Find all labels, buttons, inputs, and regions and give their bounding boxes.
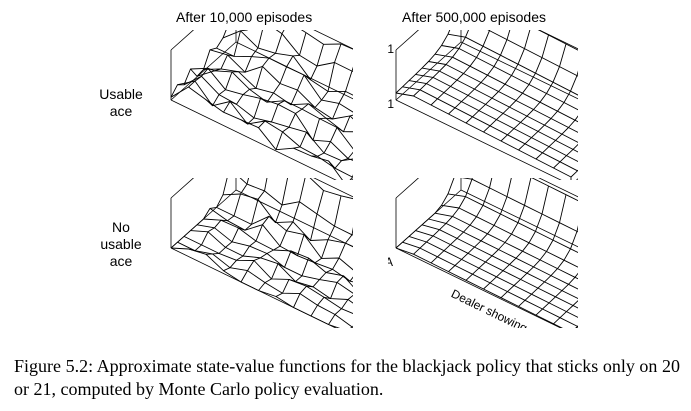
surface-line-player-0 xyxy=(395,247,563,328)
surface-line-player-0 xyxy=(170,247,341,328)
surface-line-player-5 xyxy=(428,61,578,133)
surface-line-player-2 xyxy=(183,235,353,314)
box-edge xyxy=(170,30,195,51)
surface-line-player-10 xyxy=(531,178,578,202)
z-min-label: −1 xyxy=(388,97,394,111)
surface-line-dealer-9 xyxy=(553,300,578,325)
row-label-usable-ace-line1: Usable xyxy=(99,86,143,102)
surface-line-player-3 xyxy=(415,73,578,153)
surface-line-player-5 xyxy=(428,218,578,290)
surface-line-player-6 xyxy=(209,208,353,283)
box-edge xyxy=(395,99,562,180)
bounding-box xyxy=(170,178,353,328)
surface-line-dealer-7 xyxy=(518,225,578,307)
surface-line-dealer-4 xyxy=(240,32,307,125)
surface-mesh xyxy=(170,178,353,328)
surface-line-player-7 xyxy=(216,206,353,271)
surface-line-player-7 xyxy=(216,47,353,113)
surface-line-player-10 xyxy=(537,30,578,51)
bounding-box xyxy=(170,30,353,180)
surface-line-player-7 xyxy=(441,204,578,268)
surface-line-player-5 xyxy=(203,218,353,288)
surface-line-player-9 xyxy=(245,30,353,72)
surface-mesh xyxy=(170,30,353,180)
surface-line-player-2 xyxy=(408,235,578,318)
box-edge xyxy=(170,178,195,199)
surface-line-player-7 xyxy=(441,45,578,111)
box-edge xyxy=(235,41,353,100)
surface-mesh xyxy=(395,30,578,180)
surface-line-player-10 xyxy=(309,178,353,200)
surface-line-player-6 xyxy=(209,49,353,120)
surface-line-player-9 xyxy=(487,30,578,77)
surface-line-dealer-9 xyxy=(328,151,353,169)
surface-line-dealer-2 xyxy=(205,30,263,107)
box-edge xyxy=(538,178,578,198)
row-label-usable-ace-line2: ace xyxy=(109,103,133,119)
surface-line-player-6 xyxy=(434,53,578,123)
row-label-no-usable-ace-line3: ace xyxy=(109,253,133,269)
surface-line-dealer-9 xyxy=(328,294,353,325)
row-label-no-usable-ace-line1: No xyxy=(112,219,130,235)
box-edge xyxy=(576,178,578,180)
box-edge xyxy=(313,30,353,50)
surface-line-player-3 xyxy=(415,230,578,309)
surface-line-dealer-0 xyxy=(395,178,455,249)
col-title-500000: After 500,000 episodes xyxy=(402,9,546,25)
box-edge xyxy=(395,178,420,199)
box-edge xyxy=(460,189,578,248)
surface-line-player-6 xyxy=(434,212,578,280)
surface-line-dealer-1 xyxy=(188,178,250,252)
row-label-no-usable-ace: No usable ace xyxy=(81,219,161,270)
player-start-label: 12 xyxy=(576,320,578,328)
surface-line-player-0 xyxy=(170,86,343,180)
surface-line-player-2 xyxy=(183,75,353,162)
surface-line-player-1 xyxy=(402,86,578,172)
surface-line-player-3 xyxy=(190,67,353,161)
surface-line-player-1 xyxy=(177,241,353,328)
surface-line-player-3 xyxy=(190,230,353,304)
surface-line-player-5 xyxy=(203,68,353,133)
surface-line-dealer-1 xyxy=(188,30,248,88)
surface-line-player-9 xyxy=(461,178,578,233)
row-label-no-usable-ace-line2: usable xyxy=(100,236,142,252)
surface-line-player-0 xyxy=(395,92,572,178)
box-edge xyxy=(395,41,462,101)
box-edge xyxy=(395,247,562,328)
surface-line-player-8 xyxy=(222,30,353,96)
surface-line-player-4 xyxy=(421,224,578,300)
row-label-usable-ace: Usable ace xyxy=(81,86,161,120)
surface-line-dealer-4 xyxy=(240,178,306,283)
box-edge xyxy=(395,30,420,51)
surface-plot-no-usable-ace-500000: A10Dealer showing1221Player sum xyxy=(388,178,578,328)
surface-line-player-8 xyxy=(447,193,578,254)
z-max-label: +1 xyxy=(388,42,394,56)
surface-line-dealer-9 xyxy=(553,143,578,169)
surface-line-player-8 xyxy=(447,33,578,96)
surface-line-player-2 xyxy=(408,80,578,163)
box-edge xyxy=(313,178,353,198)
surface-line-player-10 xyxy=(300,30,353,50)
surface-line-player-1 xyxy=(402,241,578,327)
dealer-start-label: A xyxy=(388,255,393,269)
surface-plot-no-usable-ace-10000 xyxy=(170,178,353,328)
surface-line-player-1 xyxy=(177,80,353,178)
surface-mesh xyxy=(395,178,578,328)
surface-line-player-9 xyxy=(239,178,353,236)
col-title-10000: After 10,000 episodes xyxy=(176,9,313,25)
surface-plot-usable-ace-500000: +1 −1 xyxy=(388,30,578,180)
surface-line-dealer-2 xyxy=(430,178,493,264)
surface-line-player-4 xyxy=(421,67,578,143)
box-edge xyxy=(460,41,578,100)
surface-line-player-4 xyxy=(196,224,353,294)
surface-plot-usable-ace-10000 xyxy=(170,30,353,180)
box-edge xyxy=(235,189,353,248)
box-edge xyxy=(170,99,337,180)
figure-caption: Figure 5.2: Approximate state-value func… xyxy=(14,356,680,399)
surface-line-dealer-7 xyxy=(293,66,353,149)
surface-line-dealer-4 xyxy=(465,178,532,281)
surface-line-player-8 xyxy=(222,193,353,248)
